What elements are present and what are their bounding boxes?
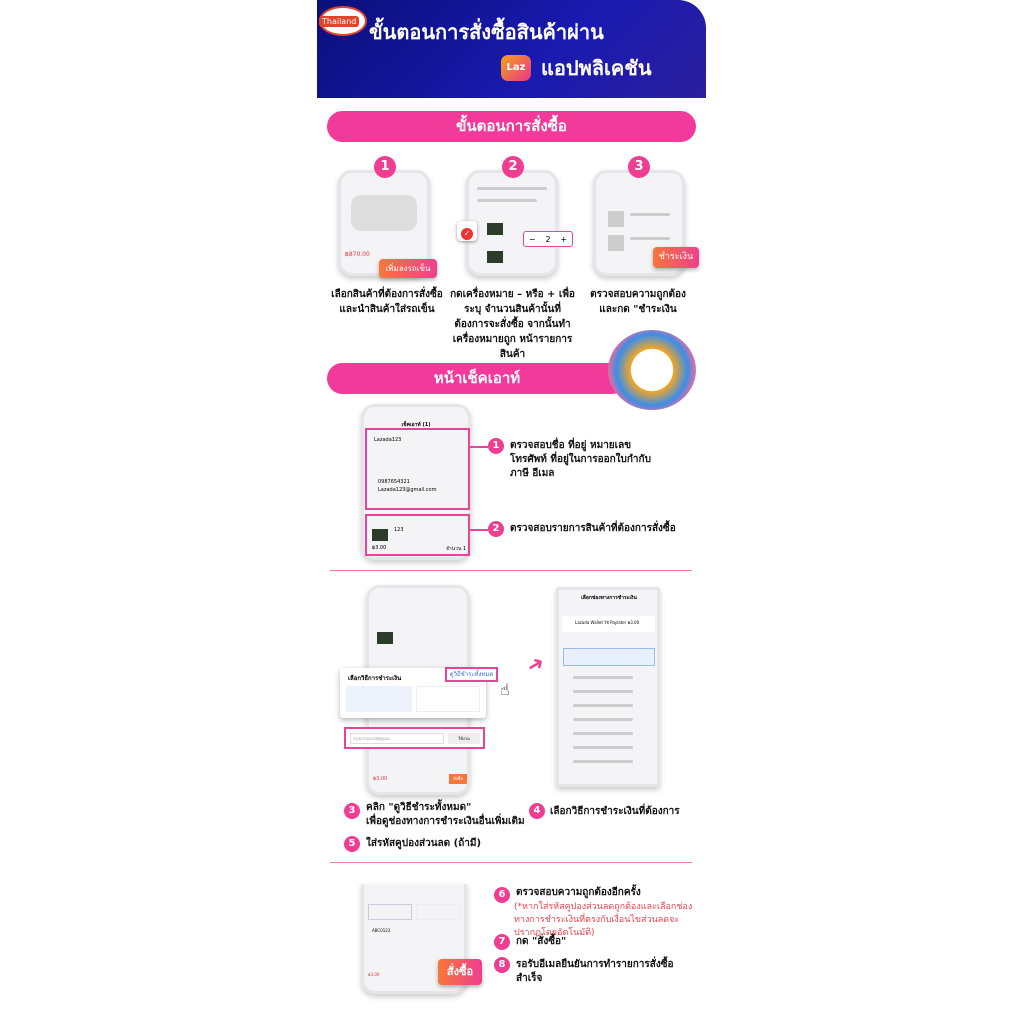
step-caption: ตรวจสอบความถูกต้อง และกด "ชำระเงิน (590, 289, 686, 315)
plus-button[interactable]: + (560, 234, 568, 244)
note-number: 2 (488, 521, 504, 537)
checkbox-checked[interactable]: ✓ (457, 221, 477, 241)
product-thumb (487, 251, 503, 263)
hand-cursor-icon: ☝ (500, 680, 510, 699)
phone-cart-summary (593, 170, 685, 276)
section-title-order-steps: ขั้นตอนการสั่งซื้อ (327, 111, 696, 142)
note-line: คลิก "ดูวิธีชำระทั้งหมด" (366, 802, 472, 813)
step-caption: กดเครื่องหมาย – หรือ + เพื่อระบุ จำนวนสิ… (450, 289, 575, 360)
note-number: 5 (344, 836, 360, 852)
note-text: เลือกวิธีการชำระเงินที่ต้องการ (550, 806, 680, 817)
highlight-items (365, 514, 470, 556)
note-text: กด "สั่งซื้อ" (516, 936, 567, 947)
place-order-button[interactable]: สั่งซื้อ (438, 959, 482, 985)
arrow-icon: ➜ (522, 649, 549, 679)
coupon-input[interactable]: กรุณากรอกรหัสคูปอง (350, 733, 444, 744)
note-text: ใส่รหัสคูปองส่วนลด (ถ้ามี) (366, 838, 482, 849)
header-banner: Thailand ขั้นตอนการสั่งซื้อสินค้าผ่าน La… (317, 0, 706, 98)
highlight-address (365, 428, 470, 510)
coupon-code: ABC0123 (372, 928, 391, 933)
phone-number: 0987654321 (378, 479, 410, 485)
note-text: ตรวจสอบความถูกต้องอีกครั้ง (516, 887, 641, 898)
add-to-cart-button[interactable]: เพิ่มลงรถเข็น (379, 259, 437, 278)
quantity-stepper[interactable]: −2 + (523, 231, 573, 247)
product-thumb (377, 632, 393, 644)
lazada-logo: Laz (501, 55, 531, 81)
total: ฿3.00 (368, 972, 380, 977)
wallet-label: Lazada Wallet ใช้ Paylater (575, 620, 627, 625)
email: Lazada123@gmail.com (378, 487, 437, 493)
check-icon: ✓ (461, 228, 473, 240)
shoe-image (351, 195, 417, 231)
step-number: 1 (374, 156, 396, 178)
note-text: ตรวจสอบรายการสินค้าที่ต้องการสั่งซื้อ (510, 523, 676, 534)
payment-option[interactable] (416, 686, 480, 712)
payment-option[interactable] (368, 904, 412, 920)
price: ฿870.00 (345, 251, 370, 258)
item-name: 123 (394, 527, 404, 533)
phone-payment-methods: เลือกช่องทางการชำระเงิน Lazada Wallet ใช… (556, 587, 660, 787)
note-text: รอรับอีเมลยืนยันการทำรายการสั่งซื้อสำเร็… (516, 959, 674, 984)
screen-title: เลือกช่องทางการชำระเงิน (581, 595, 637, 601)
step-number: 3 (628, 156, 650, 178)
coupon-row: กรุณากรอกรหัสคูปอง ใช้งาน (344, 727, 485, 749)
note-number: 3 (344, 803, 360, 819)
note-number: 4 (529, 803, 545, 819)
note-subtext: (*หากใส่รหัสคูปองส่วนลดถูกต้องและเลือกช่… (514, 902, 693, 938)
payment-option[interactable] (416, 904, 460, 920)
divider (330, 862, 692, 863)
note-line: เพื่อดูช่องทางการชำระเงินอื่นเพิ่มเติม (366, 816, 525, 827)
address-name: Lazada123 (374, 437, 402, 443)
selected-payment-option[interactable] (563, 648, 655, 666)
apply-coupon-button[interactable]: ใช้งาน (448, 733, 480, 744)
item-qty: จำนวน 1 (446, 546, 467, 552)
product-thumb (372, 529, 388, 541)
product-thumb (608, 235, 624, 251)
wallet-amount: ฿3.00 (627, 620, 640, 625)
place-order-button[interactable]: สั่งซื้อ (449, 774, 467, 784)
checkout-button[interactable]: ชำระเงิน (653, 247, 699, 268)
minus-button[interactable]: − (528, 234, 536, 244)
step-caption: เลือกสินค้าที่ต้องการสั่งซื้อ และนำสินค้… (331, 289, 443, 315)
note-number: 6 (494, 887, 510, 903)
page-subtitle: แอปพลิเคชัน (541, 56, 652, 80)
total: ฿3.00 (373, 776, 388, 782)
phone-checkout: เช็คเอาท์ (1) Lazada123 0987654321 Lazad… (361, 404, 471, 560)
phone-title: เช็คเอาท์ (1) (401, 422, 431, 428)
lazmall-thailand-badge: Thailand (319, 6, 367, 36)
product-thumb (608, 211, 624, 227)
quantity-value: 2 (545, 234, 551, 244)
note-number: 7 (494, 934, 510, 950)
view-all-payment-link[interactable]: ดูวิธีชำระทั้งหมด (445, 667, 498, 682)
product-thumb (487, 223, 503, 235)
note-number: 8 (494, 957, 510, 973)
step-number: 2 (502, 156, 524, 178)
section-title-checkout: หน้าเช็คเอาท์ (327, 363, 627, 394)
note-text: ตรวจสอบชื่อ ที่อยู่ หมายเลขโทรศัพท์ ที่อ… (510, 440, 651, 479)
item-price: ฿3.00 (372, 545, 387, 551)
payment-option[interactable] (346, 686, 412, 712)
phone-cart-page (466, 170, 558, 276)
wallet-option[interactable]: Lazada Wallet ใช้ Paylater ฿3.00 (563, 616, 655, 632)
divider (330, 570, 692, 571)
note-text: คลิก "ดูวิธีชำระทั้งหมด" เพื่อดูช่องทางกา… (366, 801, 526, 829)
phone-product-page: ฿870.00 (338, 170, 430, 276)
popup-title: เลือกวิธีการชำระเงิน (348, 675, 402, 682)
page-title: ขั้นตอนการสั่งซื้อสินค้าผ่าน (369, 20, 604, 44)
lazada-mascot (608, 330, 696, 410)
note-number: 1 (488, 438, 504, 454)
